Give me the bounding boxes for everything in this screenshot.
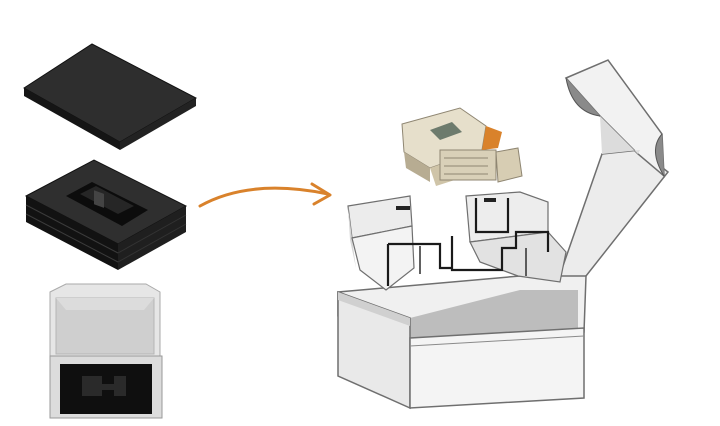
cardboard-insert-icon	[347, 191, 567, 291]
device-icon	[401, 107, 523, 186]
foam-insert-icon	[24, 159, 188, 270]
foam-lid-icon	[23, 43, 198, 150]
open-cardboard-box-icon	[337, 59, 670, 410]
open-box-with-foam-icon	[49, 283, 163, 419]
curved-arrow-right-icon	[198, 182, 332, 208]
